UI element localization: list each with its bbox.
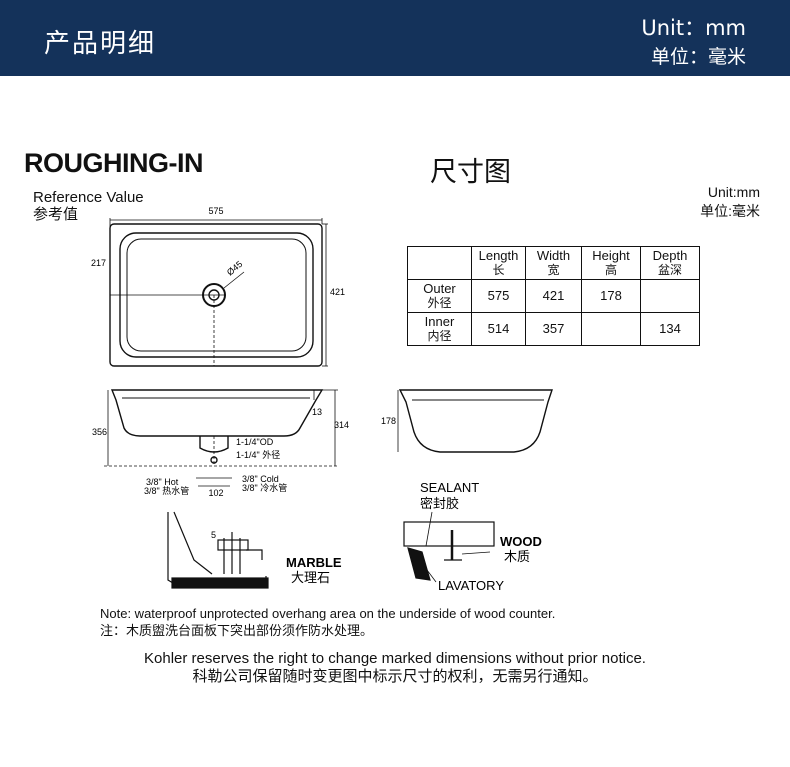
table-cell: 357 bbox=[525, 312, 582, 346]
front-section bbox=[397, 389, 553, 453]
disclaimer-cn: 科勒公司保留随时变更图中标示尺寸的权利，无需另行通知。 bbox=[192, 668, 598, 685]
dim-side-right: 314 bbox=[334, 420, 349, 430]
pipe-circle bbox=[210, 456, 218, 464]
unit-note: Unit:mm 单位:毫米 bbox=[700, 183, 760, 221]
front-basin-outline bbox=[398, 389, 553, 453]
dim-hot-cn: 3/8" 热水管 bbox=[144, 485, 189, 496]
unit-label-cn: 单位：毫米 bbox=[650, 46, 746, 68]
unit-label-en: Unit：mm bbox=[641, 16, 746, 40]
table-cell bbox=[640, 279, 700, 313]
sealant-label-en: SEALANT bbox=[420, 480, 479, 495]
wood-note-en: Note: waterproof unprotected overhang ar… bbox=[100, 606, 556, 621]
wood-leader bbox=[461, 551, 491, 555]
page-title: 产品明细 bbox=[44, 29, 157, 59]
marble-slab bbox=[171, 577, 269, 589]
table-cell: 134 bbox=[640, 312, 700, 346]
side-view bbox=[104, 389, 338, 487]
disclaimer-en: Kohler reserves the right to change mark… bbox=[144, 650, 646, 667]
sealant-label-cn: 密封胶 bbox=[420, 496, 459, 511]
dim-cold: 3/8" Cold bbox=[242, 474, 279, 484]
sealant-leader bbox=[425, 511, 433, 547]
reference-label-cn: 参考值 bbox=[33, 206, 79, 223]
table-cell: 514 bbox=[471, 312, 526, 346]
unit-note-cn: 单位:毫米 bbox=[700, 203, 760, 219]
wood-counter bbox=[403, 521, 495, 547]
section-title-en: ROUGHING-IN bbox=[24, 148, 204, 178]
marble-label-en: MARBLE bbox=[286, 555, 342, 570]
side-basin-outline bbox=[110, 389, 324, 437]
dim-side-left: 356 bbox=[92, 427, 107, 437]
table-corner-cell bbox=[407, 246, 472, 280]
dim-top-width: 575 bbox=[208, 206, 223, 216]
reference-label-en: Reference Value bbox=[33, 189, 144, 206]
unit-note-en: Unit:mm bbox=[707, 184, 760, 200]
marble-detail bbox=[167, 511, 269, 589]
dim-cold-cn: 3/8" 冷水管 bbox=[242, 482, 287, 493]
wood-label-cn: 木质 bbox=[504, 549, 530, 564]
table-cell: 178 bbox=[581, 279, 641, 313]
dim-front-height: 178 bbox=[381, 416, 396, 426]
wood-detail bbox=[403, 511, 495, 583]
wood-note: Note: waterproof unprotected overhang ar… bbox=[100, 605, 555, 639]
dim-side-small: 13 bbox=[312, 407, 322, 417]
marble-label-cn: 大理石 bbox=[291, 570, 330, 585]
dim-outer-pipe: 1-1/4" 外径 bbox=[236, 449, 280, 460]
dim-top-right: 421 bbox=[330, 287, 345, 297]
lavatory-rim bbox=[407, 547, 431, 581]
top-view bbox=[109, 218, 328, 367]
dim-drain: Ø45 bbox=[225, 259, 244, 278]
reference-label: Reference Value 参考值 bbox=[33, 189, 144, 223]
dim-top-left: 217 bbox=[91, 258, 106, 268]
wood-note-cn: 注：木质盥洗台面板下突出部份须作防水处理。 bbox=[100, 623, 374, 638]
dim-spacing: 102 bbox=[208, 488, 223, 498]
table-cell: 575 bbox=[471, 279, 526, 313]
disclaimer: Kohler reserves the right to change mark… bbox=[0, 650, 790, 686]
dim-od: 1-1/4"OD bbox=[236, 437, 274, 447]
drain-leader bbox=[223, 271, 245, 289]
lavatory-leader bbox=[423, 565, 437, 583]
header-banner: 产品明细 Unit：mm 单位：毫米 bbox=[0, 0, 790, 76]
dim-hot: 3/8" Hot bbox=[146, 477, 179, 487]
section-title-cn: 尺寸图 bbox=[430, 157, 511, 188]
dim-detail-five: 5 bbox=[211, 530, 216, 540]
wood-label-en: WOOD bbox=[500, 534, 542, 549]
lavatory-label: LAVATORY bbox=[438, 578, 504, 593]
